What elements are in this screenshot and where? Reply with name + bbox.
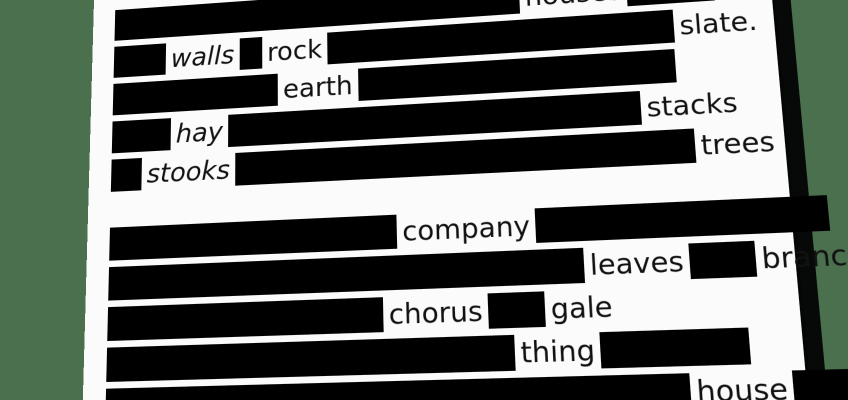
visible-word: slate. — [678, 5, 759, 42]
redaction-bar — [688, 240, 758, 280]
redaction-bar — [534, 195, 831, 243]
visible-word: gale — [549, 290, 614, 326]
document-page: houseswallsrockslate.earthhaystacksstook… — [81, 0, 848, 400]
visible-word: stacks — [645, 86, 739, 124]
redaction-bar — [110, 157, 142, 192]
document-body: houseswallsrockslate.earthhaystacksstook… — [82, 0, 848, 400]
visible-word: stooks — [146, 154, 231, 190]
redaction-bar — [487, 291, 546, 329]
redaction-bar — [112, 73, 278, 116]
visible-word: rock — [267, 33, 323, 68]
redaction-bar — [239, 36, 262, 70]
redaction-bar — [106, 334, 516, 382]
visible-word: hay — [175, 116, 224, 149]
text-block: houseswallsrockslate.earthhaystacksstook… — [110, 0, 776, 194]
visible-word: branches — [760, 236, 848, 276]
visible-word: company — [401, 209, 531, 248]
redaction-bar — [107, 297, 384, 342]
visible-word: earth — [282, 70, 353, 105]
visible-word: leaves — [588, 244, 685, 282]
visible-word: trees — [699, 125, 776, 162]
redaction-bar — [599, 327, 752, 369]
visible-word: chorus — [388, 294, 484, 331]
redaction-bar — [792, 368, 848, 400]
redaction-bar — [113, 43, 167, 78]
visible-word: house — [695, 371, 790, 400]
visible-word: walls — [170, 39, 235, 74]
redaction-bar — [109, 214, 398, 261]
visible-word: thing — [519, 333, 596, 370]
redaction-bar — [111, 118, 172, 154]
text-block: company leaves branches chorus gale thing hous… — [105, 195, 848, 400]
